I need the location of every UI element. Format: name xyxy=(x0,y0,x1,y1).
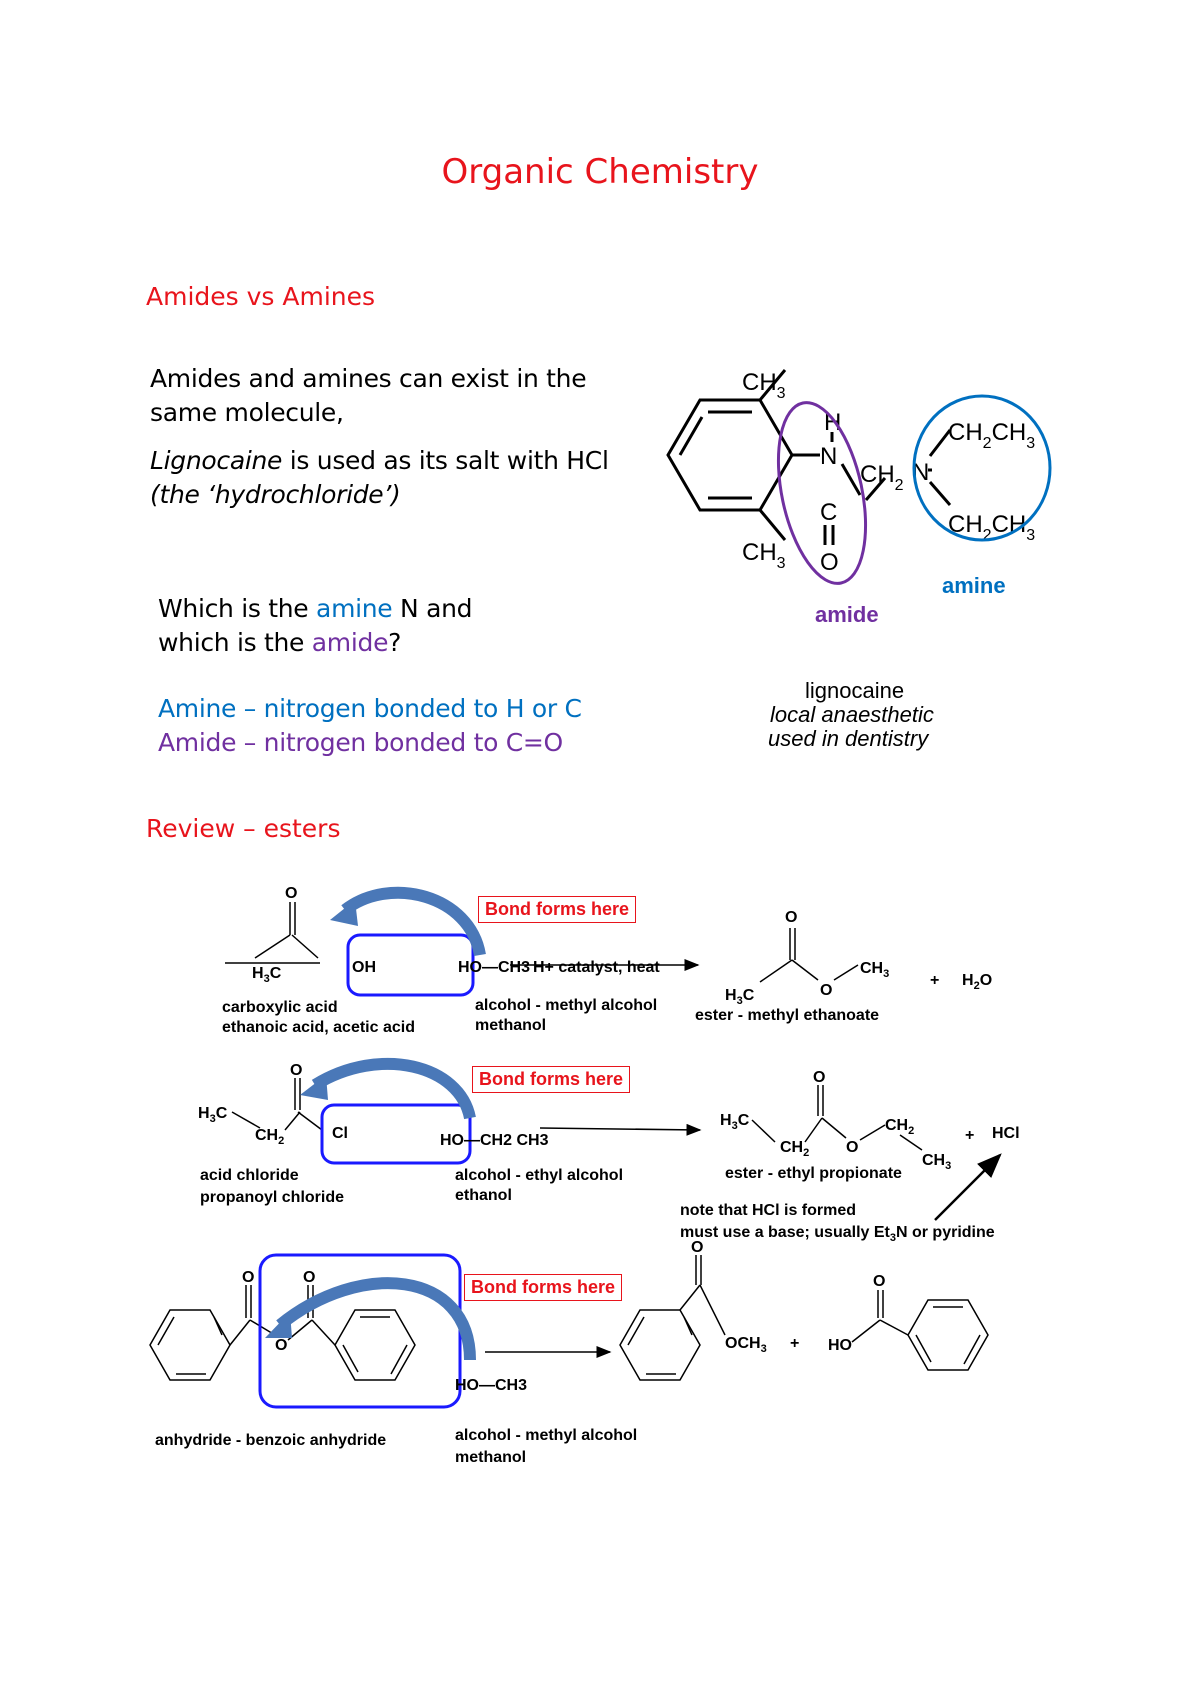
q-text-b: N and xyxy=(392,594,473,623)
r1-acid-h3c: H3C xyxy=(252,965,282,985)
r1-alcohol: HO—CH3 xyxy=(458,959,530,976)
r2-alc-label-2: ethanol xyxy=(455,1187,512,1204)
intro-line-3: Lignocaine is used as its salt with HCl xyxy=(150,444,670,478)
r1-alc-label-1: alcohol - methyl alcohol xyxy=(475,997,657,1014)
r3-plus: + xyxy=(790,1335,799,1352)
question-line-1: Which is the amine N and xyxy=(158,592,638,626)
r2-alc-label-1: alcohol - ethyl alcohol xyxy=(455,1167,623,1184)
ch2-label: CH2 xyxy=(860,461,904,494)
reaction-2: H3C CH2 O Cl HO—CH2 CH3 H3C CH2 O O CH2 … xyxy=(198,1058,1020,1244)
r2-plus: + xyxy=(965,1127,974,1144)
bond-label-1: Bond forms here xyxy=(478,896,637,923)
svg-text:CH2: CH2 xyxy=(885,1117,914,1137)
r1-curved-arrow xyxy=(341,886,486,957)
r1-acid-oh: OH xyxy=(352,959,376,976)
lignocaine-structure: CH3 H N C O CH2 N CH2CH3 CH2CH3 CH3 amin… xyxy=(666,369,1052,751)
r2-cl: Cl xyxy=(332,1125,348,1142)
r3-ho: HO xyxy=(828,1337,852,1354)
amine-highlight xyxy=(912,394,1052,542)
lignocaine-word: Lignocaine xyxy=(150,446,283,475)
q-text-a: Which is the xyxy=(158,594,317,623)
r2-highlight-box xyxy=(320,1103,472,1165)
svg-text:O: O xyxy=(242,1269,254,1286)
r1-condition: H+ catalyst, heat xyxy=(533,959,660,976)
r2-o: O xyxy=(290,1062,302,1079)
svg-text:H3C: H3C xyxy=(198,1105,228,1125)
benzene-ring xyxy=(666,398,794,512)
ch3-bottom-label: CH3 xyxy=(742,539,786,572)
r2-note-1: note that HCl is formed xyxy=(680,1202,856,1219)
n-amine-label: N xyxy=(912,459,929,486)
q-text-d: ? xyxy=(388,628,402,657)
amine-definition: Amine – nitrogen bonded to H or C xyxy=(158,694,582,723)
o-label: O xyxy=(820,549,839,576)
r2-note-2: must use a base; usually Et3N or pyridin… xyxy=(680,1224,995,1244)
page-title: Organic Chemistry xyxy=(441,152,759,192)
r3-alcohol: HO—CH3 xyxy=(455,1377,527,1394)
ch3-top-label: CH3 xyxy=(742,369,786,402)
svg-text:CH2: CH2 xyxy=(780,1139,809,1159)
reaction-1: O H3C OH HO—CH3 H+ catalyst, heat O H3C … xyxy=(222,885,992,1036)
molecule-use-2: used in dentistry xyxy=(768,726,930,751)
definitions: Amine – nitrogen bonded to H or C Amide … xyxy=(158,692,678,760)
n-amide-label: N xyxy=(820,443,837,470)
r3-curved-arrow xyxy=(276,1277,476,1361)
q-amide-word: amide xyxy=(311,628,389,657)
svg-text:H2O: H2O xyxy=(962,972,992,992)
molecule-name: lignocaine xyxy=(805,678,904,703)
svg-text:CH3: CH3 xyxy=(922,1152,951,1172)
r3-anh-label: anhydride - benzoic anhydride xyxy=(155,1432,386,1449)
r2-acid-label-2: propanoyl chloride xyxy=(200,1189,344,1206)
svg-text:H3C: H3C xyxy=(725,987,755,1007)
r1-prod-ester-o: O xyxy=(820,982,832,999)
q-text-c: which is the xyxy=(158,628,312,657)
bond-label-3: Bond forms here xyxy=(464,1274,623,1301)
r3-alc-label-2: methanol xyxy=(455,1449,526,1466)
r1-plus: + xyxy=(930,972,939,989)
svg-text:OCH3: OCH3 xyxy=(725,1335,767,1355)
r1-acid-o: O xyxy=(285,885,297,902)
r2-curved-arrow xyxy=(311,1058,476,1120)
r2-ester-label: ester - ethyl propionate xyxy=(725,1165,902,1182)
ester-reactions: O H3C OH HO—CH3 H+ catalyst, heat O H3C … xyxy=(149,885,1020,1466)
r2-acid-label-1: acid chloride xyxy=(200,1167,299,1184)
bond-label-2: Bond forms here xyxy=(472,1066,631,1093)
intro-text: Amides and amines can exist in the same … xyxy=(150,362,670,512)
question-line-2: which is the amide? xyxy=(158,626,638,660)
svg-text:O: O xyxy=(303,1269,315,1286)
reaction-3: O O O HO—CH3 O OCH3 + HO O xyxy=(149,1239,989,1466)
r1-prod-o: O xyxy=(785,909,797,926)
amide-label: amide xyxy=(815,602,879,627)
r1-highlight-box xyxy=(346,933,475,997)
amide-highlight xyxy=(776,401,868,585)
svg-text:CH3: CH3 xyxy=(860,960,889,980)
molecule-use-1: local anaesthetic xyxy=(770,702,934,727)
q-amine-word: amine xyxy=(316,594,393,623)
svg-text:O: O xyxy=(813,1069,825,1086)
intro-line-4: (the ‘hydrochloride’) xyxy=(150,480,401,509)
ethyl-top-label: CH2CH3 xyxy=(948,419,1035,452)
intro-line-3-rest: is used as its salt with HCl xyxy=(282,446,609,475)
amide-definition: Amide – nitrogen bonded to C=O xyxy=(158,728,563,757)
intro-line-2: same molecule, xyxy=(150,398,344,427)
r3-alc-label-1: alcohol - methyl alcohol xyxy=(455,1427,637,1444)
section-heading-esters: Review – esters xyxy=(146,814,341,843)
svg-text:O: O xyxy=(846,1139,858,1156)
section-heading-amides: Amides vs Amines xyxy=(146,282,376,311)
c-label: C xyxy=(820,499,837,526)
svg-text:H3C: H3C xyxy=(720,1112,750,1132)
svg-text:O: O xyxy=(691,1239,703,1256)
question-text: Which is the amine N and which is the am… xyxy=(158,592,638,660)
intro-line-1: Amides and amines can exist in the xyxy=(150,364,587,393)
svg-text:O: O xyxy=(873,1273,885,1290)
svg-text:CH2: CH2 xyxy=(255,1127,284,1147)
r1-acid-label-1: carboxylic acid xyxy=(222,999,338,1016)
r1-alc-label-2: methanol xyxy=(475,1017,546,1034)
r1-ester-label: ester - methyl ethanoate xyxy=(695,1007,879,1024)
r1-acid-label-2: ethanoic acid, acetic acid xyxy=(222,1019,415,1036)
svg-text:O: O xyxy=(275,1337,287,1354)
r2-alcohol: HO—CH2 CH3 xyxy=(440,1132,549,1149)
r2-hcl: HCl xyxy=(992,1125,1020,1142)
amine-label: amine xyxy=(942,573,1006,598)
